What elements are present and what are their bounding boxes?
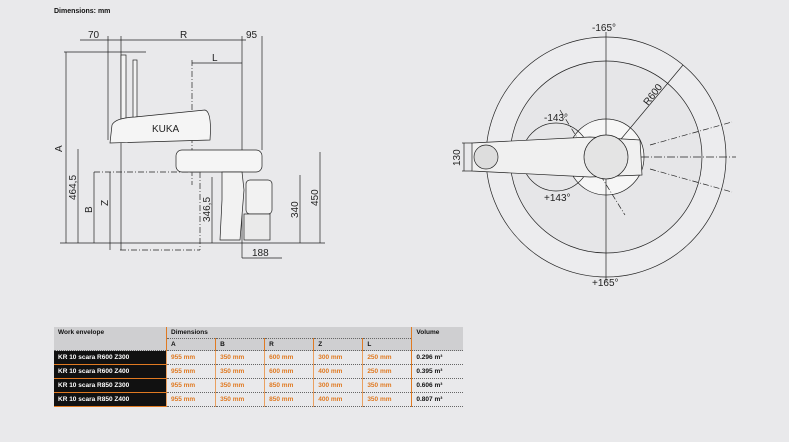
dimensions-title: Dimensions: mm xyxy=(54,8,111,15)
header-R: R xyxy=(264,338,314,351)
angle-neg165: -165° xyxy=(592,23,616,34)
cell-A: 955 mm xyxy=(165,350,216,365)
dim-L: L xyxy=(212,53,218,64)
dim-130: 130 xyxy=(452,149,463,166)
header-A: A xyxy=(165,338,216,351)
model-name: KR 10 scara R850 Z400 xyxy=(54,392,167,407)
angle-pos143: +143° xyxy=(544,193,571,204)
table-row: KR 10 scara R600 Z300 955 mm 350 mm 600 … xyxy=(54,350,463,365)
cell-Z: 400 mm xyxy=(313,364,363,379)
cell-R: 600 mm xyxy=(264,350,314,365)
table-row: KR 10 scara R850 Z300 955 mm 350 mm 850 … xyxy=(54,378,463,393)
cell-R: 600 mm xyxy=(264,364,314,379)
cell-R: 850 mm xyxy=(264,378,314,393)
cell-B: 350 mm xyxy=(215,378,265,393)
header-Z: Z xyxy=(313,338,363,351)
cell-B: 350 mm xyxy=(215,392,265,407)
dim-188: 188 xyxy=(252,248,269,259)
header-volume: Volume xyxy=(411,327,463,351)
technical-drawing: KUKA 70 R 95 L 188 A 464,5 B Z 346,5 340… xyxy=(54,23,736,289)
header-dimensions: Dimensions xyxy=(165,327,412,339)
header-B: B xyxy=(215,338,265,351)
cell-Z: 300 mm xyxy=(313,350,363,365)
cell-B: 350 mm xyxy=(215,350,265,365)
cell-volume: 0.296 m³ xyxy=(411,350,463,365)
cell-A: 955 mm xyxy=(165,392,216,407)
cell-volume: 0.606 m³ xyxy=(411,378,463,393)
model-name: KR 10 scara R850 Z300 xyxy=(54,378,167,393)
dim-A: A xyxy=(54,145,65,152)
dim-95: 95 xyxy=(246,30,258,41)
cell-B: 350 mm xyxy=(215,364,265,379)
side-view: KUKA 70 R 95 L 188 A 464,5 B Z 346,5 340… xyxy=(54,30,325,259)
cell-R: 850 mm xyxy=(264,392,314,407)
model-name: KR 10 scara R600 Z300 xyxy=(54,350,167,365)
angle-pos165: +165° xyxy=(592,278,619,289)
dim-464-5: 464,5 xyxy=(68,175,79,200)
cell-L: 350 mm xyxy=(362,378,412,393)
angle-neg143: -143° xyxy=(544,113,568,124)
top-view: -165° +165° -143° +143° R600 130 xyxy=(452,23,736,289)
dim-Z: Z xyxy=(100,200,111,206)
header-L: L xyxy=(362,338,412,351)
dim-70: 70 xyxy=(88,30,100,41)
cell-Z: 400 mm xyxy=(313,392,363,407)
dim-346-5: 346,5 xyxy=(202,197,213,222)
model-name: KR 10 scara R600 Z400 xyxy=(54,364,167,379)
cell-A: 955 mm xyxy=(165,378,216,393)
cell-Z: 300 mm xyxy=(313,378,363,393)
dim-R: R xyxy=(180,30,187,41)
header-work-envelope: Work envelope xyxy=(54,327,167,351)
cell-L: 250 mm xyxy=(362,364,412,379)
table-row: KR 10 scara R850 Z400 955 mm 350 mm 850 … xyxy=(54,392,463,407)
kuka-logo: KUKA xyxy=(152,124,180,135)
work-envelope-table: Work envelope Dimensions Volume A B R Z … xyxy=(54,327,463,407)
cell-A: 955 mm xyxy=(165,364,216,379)
dim-450: 450 xyxy=(310,189,321,206)
cell-volume: 0.395 m³ xyxy=(411,364,463,379)
cell-volume: 0.807 m³ xyxy=(411,392,463,407)
cell-L: 250 mm xyxy=(362,350,412,365)
dim-340: 340 xyxy=(290,201,301,218)
table-row: KR 10 scara R600 Z400 955 mm 350 mm 600 … xyxy=(54,364,463,379)
dim-B: B xyxy=(84,206,95,213)
cell-L: 350 mm xyxy=(362,392,412,407)
